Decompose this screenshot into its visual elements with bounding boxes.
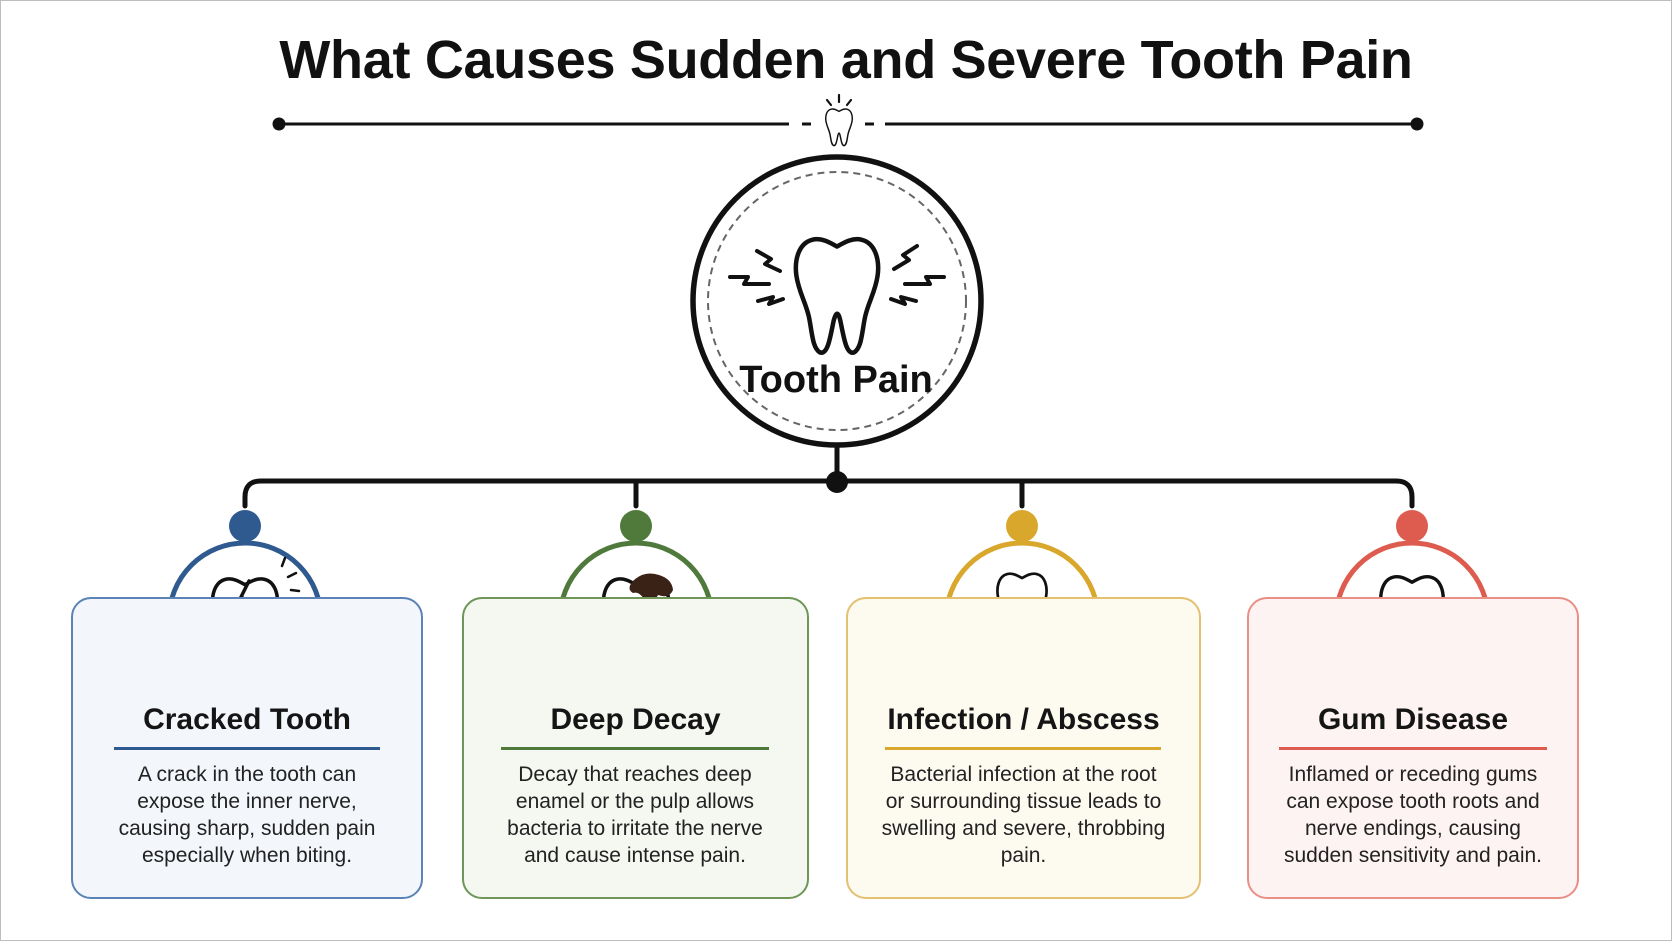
cause-description-infection-abscess: Bacterial infection at the root or surro… (881, 763, 1166, 867)
cause-description-cracked-tooth: A crack in the tooth can expose the inne… (118, 763, 376, 867)
cause-description-deep-decay: Decay that reaches deep enamel or the pu… (507, 763, 763, 867)
cause-description-gum-disease: Inflamed or receding gums can expose too… (1284, 763, 1542, 867)
cause-title-deep-decay: Deep Decay (550, 703, 721, 736)
center-label: Tooth Pain (739, 359, 933, 401)
cause-title-gum-disease: Gum Disease (1317, 703, 1509, 736)
cause-divider-cracked-tooth (114, 747, 380, 750)
junction-dot (826, 471, 848, 493)
title-divider (272, 117, 1424, 131)
page-title: What Causes Sudden and Severe Tooth Pain (279, 30, 1413, 90)
decayed-tooth-icon (601, 573, 673, 671)
cause-divider-deep-decay (501, 747, 769, 750)
tooth-pain-icon (728, 239, 946, 353)
cause-divider-gum-disease (1279, 747, 1547, 750)
cause-title-infection-abscess: Infection / Abscess (887, 703, 1160, 736)
small-tooth-icon (824, 93, 854, 147)
cause-divider-infection-abscess (885, 747, 1161, 750)
cause-title-cracked-tooth: Cracked Tooth (143, 703, 351, 736)
